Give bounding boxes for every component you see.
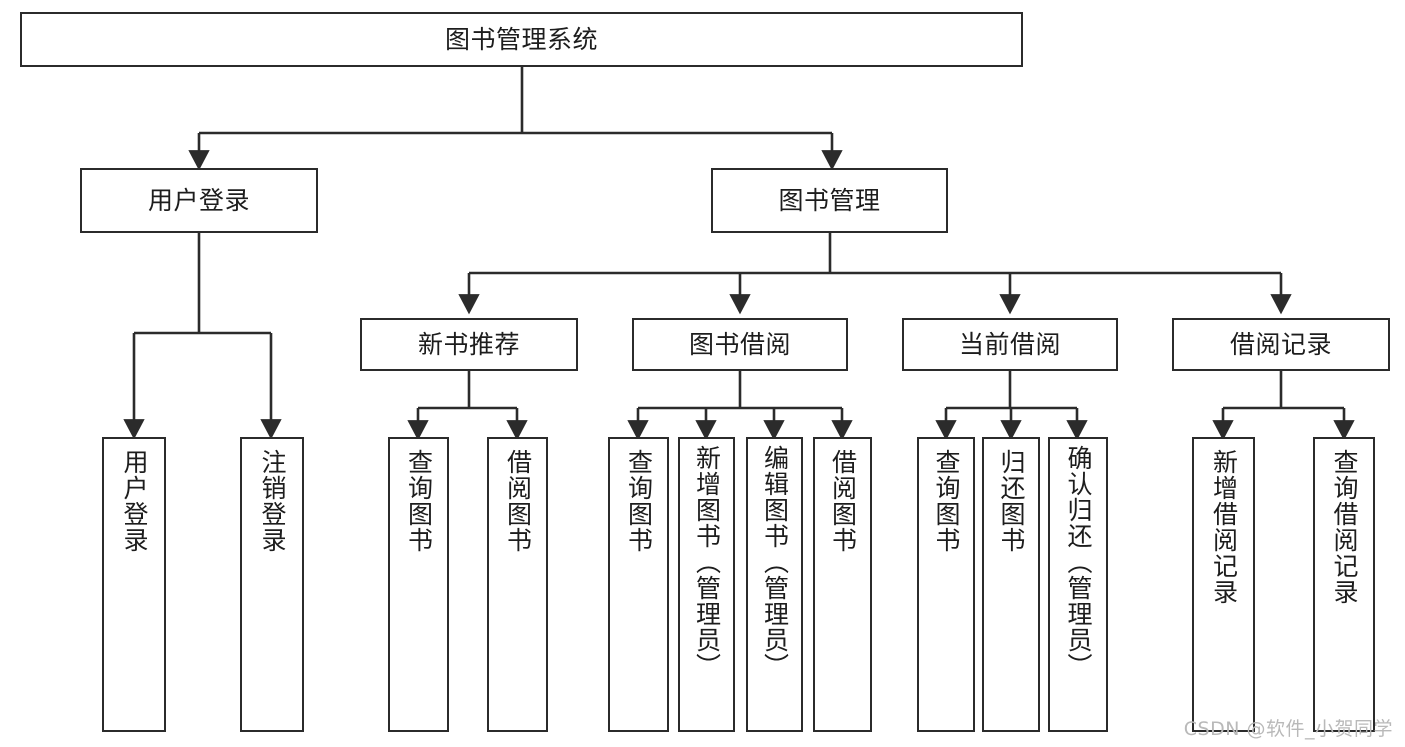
leaf-user-login-logout[interactable]: 注销登录 (240, 437, 304, 732)
node-label: 查询借阅记录 (1330, 449, 1359, 605)
node-label: 查询图书 (624, 449, 654, 553)
node-label: 新增图书（管理员） (692, 445, 722, 679)
leaf-book-borrow-borrow[interactable]: 借阅图书 (813, 437, 872, 732)
leaf-book-borrow-edit-admin[interactable]: 编辑图书（管理员） (746, 437, 803, 732)
leaf-current-borrow-confirm-admin[interactable]: 确认归还（管理员） (1048, 437, 1108, 732)
node-label: 借阅记录 (1229, 329, 1332, 359)
node-label: 查询图书 (932, 449, 961, 553)
node-label: 借阅图书 (828, 449, 858, 553)
leaf-new-book-query[interactable]: 查询图书 (388, 437, 449, 732)
leaf-current-borrow-return[interactable]: 归还图书 (982, 437, 1040, 732)
node-book-borrow[interactable]: 图书借阅 (632, 318, 848, 371)
node-borrow-record[interactable]: 借阅记录 (1172, 318, 1390, 371)
leaf-user-login-signin[interactable]: 用户登录 (102, 437, 166, 732)
csdn-watermark: CSDN @软件_小贺同学 (1183, 718, 1393, 740)
leaf-borrow-record-query[interactable]: 查询借阅记录 (1313, 437, 1375, 732)
node-label: 用户登录 (147, 185, 250, 215)
node-new-book-recommend[interactable]: 新书推荐 (360, 318, 578, 371)
node-label: 用户登录 (120, 449, 149, 553)
leaf-new-book-borrow[interactable]: 借阅图书 (487, 437, 548, 732)
node-label: 当前借阅 (958, 329, 1061, 359)
node-label: 确认归还（管理员） (1064, 445, 1093, 679)
node-label: 新增借阅记录 (1209, 449, 1239, 605)
node-label: 归还图书 (997, 449, 1026, 553)
node-label: 查询图书 (404, 449, 434, 553)
leaf-current-borrow-query[interactable]: 查询图书 (917, 437, 975, 732)
node-label: 新书推荐 (417, 329, 520, 359)
node-label: 图书借阅 (688, 329, 791, 359)
leaf-borrow-record-add[interactable]: 新增借阅记录 (1192, 437, 1255, 732)
node-current-borrow[interactable]: 当前借阅 (902, 318, 1118, 371)
node-label: 注销登录 (258, 449, 287, 553)
node-label: 图书管理 (778, 185, 881, 215)
leaf-book-borrow-query[interactable]: 查询图书 (608, 437, 669, 732)
node-root-system[interactable]: 图书管理系统 (20, 12, 1023, 67)
node-user-login[interactable]: 用户登录 (80, 168, 318, 233)
node-label: 借阅图书 (503, 449, 533, 553)
node-label: 编辑图书（管理员） (760, 445, 790, 679)
node-book-management[interactable]: 图书管理 (711, 168, 948, 233)
leaf-book-borrow-add-admin[interactable]: 新增图书（管理员） (678, 437, 735, 732)
node-label: 图书管理系统 (444, 24, 598, 54)
